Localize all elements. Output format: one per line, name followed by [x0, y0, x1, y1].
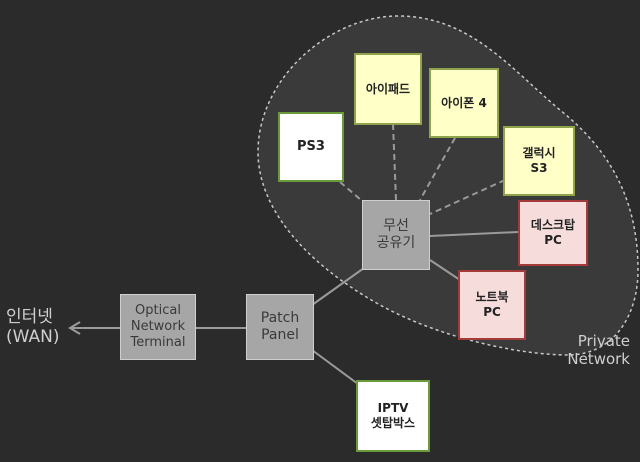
private-network-boundary — [257, 15, 639, 356]
iptv-settop-device: IPTV 셋탑박스 — [356, 380, 430, 452]
galaxy-s3-device: 갤럭시 S3 — [503, 126, 575, 196]
link-router-patch — [311, 267, 365, 306]
link-galaxy — [429, 179, 506, 215]
link-desktop — [429, 231, 519, 237]
ps3-device: PS3 — [278, 112, 344, 182]
ipad-device: 아이패드 — [354, 53, 422, 125]
link-ipad — [392, 123, 397, 201]
optical-network-terminal: Optical Network Terminal — [120, 294, 196, 360]
link-laptop — [429, 259, 461, 281]
desktop-pc-device: 데스크탑 PC — [518, 200, 588, 266]
arrow-head-icon — [68, 321, 81, 335]
link-iphone — [419, 137, 456, 201]
link-patch-iptv — [311, 349, 359, 385]
wireless-router: 무선 공유기 — [362, 200, 430, 270]
laptop-pc-device: 노트북 PC — [458, 270, 526, 340]
patch-panel: Patch Panel — [246, 294, 314, 360]
private-network-label: Private Network — [567, 332, 630, 368]
iphone4-device: 아이폰 4 — [429, 68, 499, 138]
internet-label: 인터넷 (WAN) — [6, 307, 60, 348]
